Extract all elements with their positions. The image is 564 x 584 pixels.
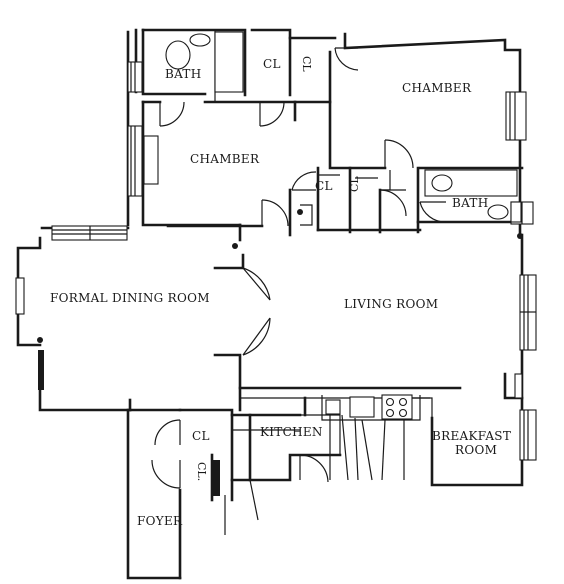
- fixtures: [37, 31, 523, 496]
- doors: [151, 47, 447, 489]
- closet-mid-label: CL: [315, 179, 333, 193]
- closet-top-rot-label: CL: [300, 56, 313, 72]
- closet-mid-rot-label: CL: [348, 176, 361, 192]
- closet-foyer-label-2: CL.: [195, 462, 208, 481]
- closet-top-label: CL: [263, 57, 281, 71]
- bath-right-label: BATH: [452, 196, 489, 210]
- breakfast-room-label: ROOM: [455, 443, 497, 457]
- room-labels: BATH CL CL CHAMBER CHAMBER CL CL BATH FO…: [50, 56, 511, 528]
- windows: [15, 61, 537, 461]
- interior-lines: [214, 30, 433, 455]
- breakfast-label: BREAKFAST: [432, 429, 511, 443]
- living-room-label: LIVING ROOM: [344, 297, 438, 311]
- kitchen-annotations: [224, 414, 405, 535]
- chamber-right-label: CHAMBER: [402, 81, 472, 95]
- foyer-label: FOYER: [137, 514, 183, 528]
- formal-dining-label: FORMAL DINING ROOM: [50, 291, 210, 305]
- bath-top-label: BATH: [165, 67, 202, 81]
- chamber-left-label: CHAMBER: [190, 152, 260, 166]
- closet-foyer-label-1: CL: [192, 429, 210, 443]
- kitchen-label: KITCHEN: [260, 425, 323, 439]
